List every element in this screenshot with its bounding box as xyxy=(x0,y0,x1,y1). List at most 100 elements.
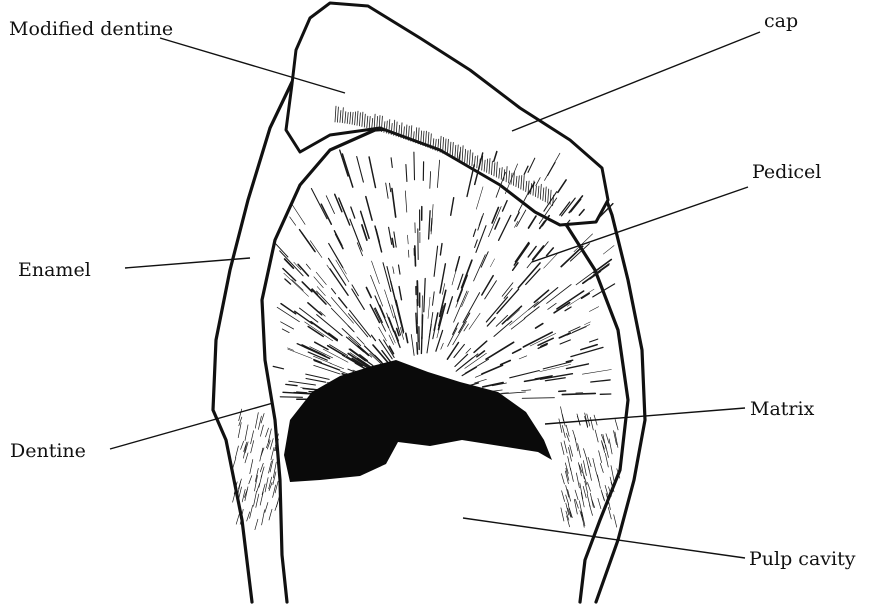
tubule-stroke xyxy=(562,491,565,502)
tubule-stroke xyxy=(366,288,371,298)
tubule-stroke xyxy=(482,276,493,295)
tubule-stroke xyxy=(517,210,526,227)
tubule-stroke xyxy=(614,515,617,527)
tubule-stroke xyxy=(342,154,352,187)
tubule-stroke xyxy=(453,323,459,335)
tubule-stroke xyxy=(561,508,564,521)
tubule-stroke xyxy=(476,187,483,209)
tubule-stroke xyxy=(590,417,593,430)
tubule-stroke xyxy=(392,288,396,305)
tubule-stroke xyxy=(260,448,263,461)
tubule-stroke xyxy=(557,291,584,309)
tubule-stroke xyxy=(408,250,409,257)
tubule-stroke xyxy=(428,297,430,318)
tubule-stroke xyxy=(392,189,396,218)
tubule-stroke xyxy=(310,241,322,258)
tubule-stroke xyxy=(330,363,344,369)
tubule-stroke xyxy=(233,458,236,468)
cap-shape xyxy=(286,3,608,225)
tubule-stroke xyxy=(548,303,557,309)
tubule-stroke xyxy=(308,303,322,315)
tubule-stroke xyxy=(326,196,334,214)
tubule-stroke xyxy=(399,265,401,274)
tubule-stroke xyxy=(581,345,597,350)
tubule-stroke xyxy=(385,290,391,309)
tubule-stroke xyxy=(314,277,323,288)
label-enamel: Enamel xyxy=(18,259,91,281)
tubule-stroke xyxy=(434,246,438,276)
tubule-stroke xyxy=(582,293,590,298)
tubule-stroke xyxy=(236,514,239,524)
tubule-stroke xyxy=(475,240,478,248)
tubule-stroke xyxy=(559,391,566,392)
tubule-stroke xyxy=(588,483,591,492)
tubule-stroke xyxy=(609,439,612,454)
tubule-stroke xyxy=(408,235,409,244)
tubule-stroke xyxy=(261,414,264,424)
tubule-stroke xyxy=(389,335,394,345)
tubule-stroke xyxy=(302,282,312,292)
tubule-stroke xyxy=(374,308,385,331)
tubule-stroke xyxy=(476,226,486,253)
tubule-stroke xyxy=(561,474,564,484)
tubule-stroke xyxy=(568,457,571,471)
tubule-stroke xyxy=(514,244,529,266)
tubule-stroke xyxy=(589,307,598,312)
leader-pulp-cavity xyxy=(463,518,745,558)
tubule-stroke xyxy=(250,460,253,474)
label-cap: cap xyxy=(764,10,798,32)
tubule-stroke xyxy=(306,379,326,383)
tubule-stroke xyxy=(528,247,536,258)
tubule-stroke xyxy=(430,172,431,189)
tubule-stroke xyxy=(501,361,511,365)
tubule-stroke xyxy=(590,505,593,515)
tubule-stroke xyxy=(440,244,442,255)
leader-dentine xyxy=(110,403,273,449)
tubule-stroke xyxy=(255,519,258,530)
tubule-stroke xyxy=(459,313,470,332)
tubule-stroke xyxy=(456,289,463,307)
tubule-stroke xyxy=(354,229,363,251)
tubule-stroke xyxy=(257,483,260,492)
tubule-stroke xyxy=(238,423,241,438)
tubule-stroke xyxy=(429,211,431,239)
tubule-stroke xyxy=(379,327,387,341)
tubule-stroke xyxy=(583,486,586,497)
tubule-stroke xyxy=(489,207,502,237)
tubule-stroke xyxy=(414,152,415,180)
tubule-stroke xyxy=(566,360,572,362)
tubule-stroke xyxy=(392,238,394,247)
tubule-stroke xyxy=(573,430,576,439)
tubule-stroke xyxy=(562,414,565,426)
tubule-stroke xyxy=(582,370,611,375)
tubule-stroke xyxy=(518,263,540,288)
tubule-stroke xyxy=(448,328,457,346)
tubule-stroke xyxy=(483,383,503,387)
tubule-stroke xyxy=(317,287,325,296)
tubule-stroke xyxy=(332,289,336,294)
tubule-stroke xyxy=(406,333,408,342)
tubule-stroke xyxy=(375,226,382,252)
tubule-stroke xyxy=(371,275,383,306)
label-pulp-cavity: Pulp cavity xyxy=(749,548,856,570)
tubule-stroke xyxy=(262,484,265,495)
tubule-stroke xyxy=(577,414,580,425)
tubule-stroke xyxy=(584,449,587,459)
tubule-stroke xyxy=(271,447,274,459)
tubule-stroke xyxy=(593,458,596,471)
tubule-stroke xyxy=(233,490,236,502)
tubule-stroke xyxy=(473,229,475,236)
tubule-stroke xyxy=(394,232,396,247)
tubule-stroke xyxy=(595,430,598,442)
tubule-stroke xyxy=(245,425,248,441)
tubule-stroke xyxy=(285,279,291,284)
tubule-stroke xyxy=(280,397,302,398)
tubule-stroke xyxy=(515,212,519,221)
tubule-stroke xyxy=(290,217,296,225)
tubule-stroke xyxy=(583,461,586,476)
tubule-stroke xyxy=(351,207,355,218)
tubule-stroke xyxy=(330,269,348,295)
tubule-stroke xyxy=(599,451,602,463)
tubule-stroke xyxy=(600,463,603,472)
